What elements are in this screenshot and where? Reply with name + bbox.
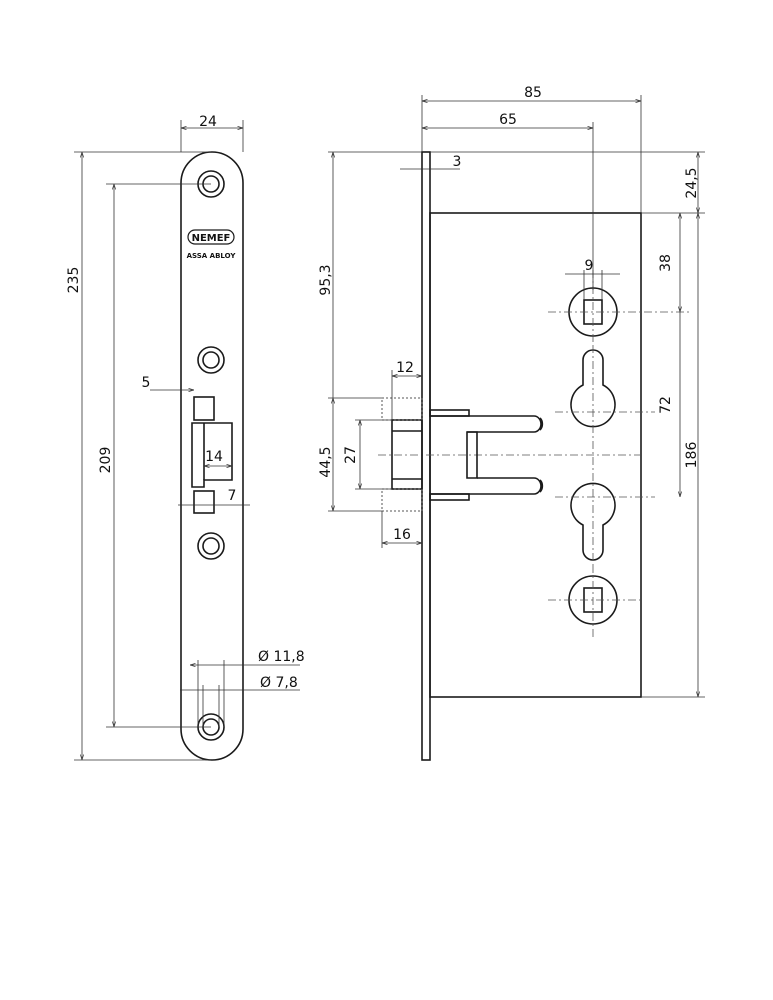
dim-latch-depth: 16 [393,527,411,543]
dim-backset: 65 [499,112,517,128]
cylinder-cutout-bottom [570,482,616,561]
dim-top-offset: 24,5 [684,167,700,198]
dim-case-height: 186 [684,442,700,469]
logo-brand: NEMEF [192,233,231,244]
dim-latch-offset: 5 [142,375,151,391]
screw-hole-lower [197,532,225,560]
dim-width: 24 [199,114,217,130]
faceplate-outline [180,151,244,761]
dim-cylinder-spacing: 72 [658,396,674,414]
spindle-hub-bottom [548,565,640,640]
dim-latch-width: 14 [205,449,223,465]
dim-plate-thickness: 3 [453,154,462,170]
dim-height: 235 [66,267,82,294]
side-view: 85 65 3 24,5 38 72 186 95,3 44,5 27 12 1… [318,85,705,761]
dim-latch-span: 44,5 [318,446,334,477]
dim-latch-bottom: 7 [228,488,237,504]
dim-latch-projection: 12 [396,360,414,376]
dim-hole-inner: Ø 7,8 [260,675,298,691]
screw-hole-upper [197,346,225,374]
dim-latch-position: 95,3 [318,264,334,295]
logo-parent: ASSA ABLOY [187,252,237,260]
dim-spindle-square: 9 [585,258,594,274]
cylinder-cutout-top [570,349,616,428]
dim-depth: 85 [524,85,542,101]
dim-latch-height: 27 [343,446,359,464]
dim-spindle-top: 38 [658,254,674,272]
front-plate [421,151,431,761]
brand-logo: NEMEF ASSA ABLOY [187,229,237,260]
dim-hole-spacing: 209 [98,447,114,474]
faceplate-view: NEMEF ASSA ABLOY 24 235 209 5 14 7 Ø 11,… [66,114,305,761]
spindle-hub-top [548,270,690,345]
latch-opening [191,396,233,514]
dim-hole-outer: Ø 11,8 [258,649,305,665]
latch-bolt [381,397,544,512]
